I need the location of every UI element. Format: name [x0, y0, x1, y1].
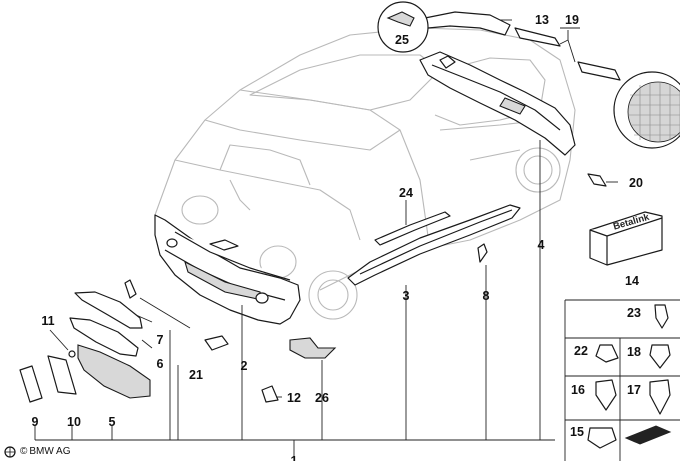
copyright-text: BMW AG	[29, 446, 71, 457]
callout-5: 5	[108, 414, 116, 429]
rear-spoiler	[419, 51, 576, 156]
callout-2: 2	[240, 358, 248, 373]
callout-24: 24	[399, 185, 413, 200]
callout-20: 20	[629, 175, 643, 190]
grille-parts	[69, 279, 337, 399]
trim-strips	[514, 27, 621, 81]
front-bumper	[154, 214, 301, 325]
fastener-panel	[564, 299, 680, 461]
callout-19: 19	[565, 12, 579, 27]
callout-6: 6	[156, 356, 164, 371]
callout-12: 12	[287, 390, 301, 405]
callout-1: 1	[290, 453, 298, 461]
bracket-part-12	[261, 385, 279, 403]
callout-23: 23	[627, 305, 641, 320]
callout-15: 15	[570, 424, 584, 439]
callout-18: 18	[627, 344, 641, 359]
callout-10: 10	[67, 414, 81, 429]
callout-26: 26	[315, 390, 329, 405]
callout-11: 11	[41, 313, 55, 328]
callout-17: 17	[627, 382, 641, 397]
leader-lines	[34, 19, 618, 461]
copyright-notice: © BMW AG	[4, 446, 71, 457]
callout-4: 4	[537, 237, 545, 252]
callout-21: 21	[189, 367, 203, 382]
callout-13: 13	[535, 12, 549, 27]
bmw-logo-icon	[4, 446, 16, 458]
callout-3: 3	[402, 288, 410, 303]
copyright-symbol: ©	[20, 446, 28, 457]
license-plates	[19, 350, 77, 403]
roof-trim	[424, 11, 511, 36]
clip-part-8	[477, 243, 488, 263]
callout-16: 16	[571, 382, 585, 397]
callout-9: 9	[31, 414, 39, 429]
callout-22: 22	[574, 343, 588, 358]
car-outline	[154, 27, 576, 320]
side-skirt	[347, 204, 521, 286]
callout-25: 25	[395, 32, 409, 47]
betalink-box	[589, 211, 663, 266]
mesh-grille-detail	[613, 71, 680, 149]
callout-14: 14	[625, 273, 639, 288]
callout-8: 8	[482, 288, 490, 303]
detail-circle-25	[377, 1, 429, 53]
bracket-part-20	[587, 173, 607, 187]
callout-7: 7	[156, 332, 164, 347]
